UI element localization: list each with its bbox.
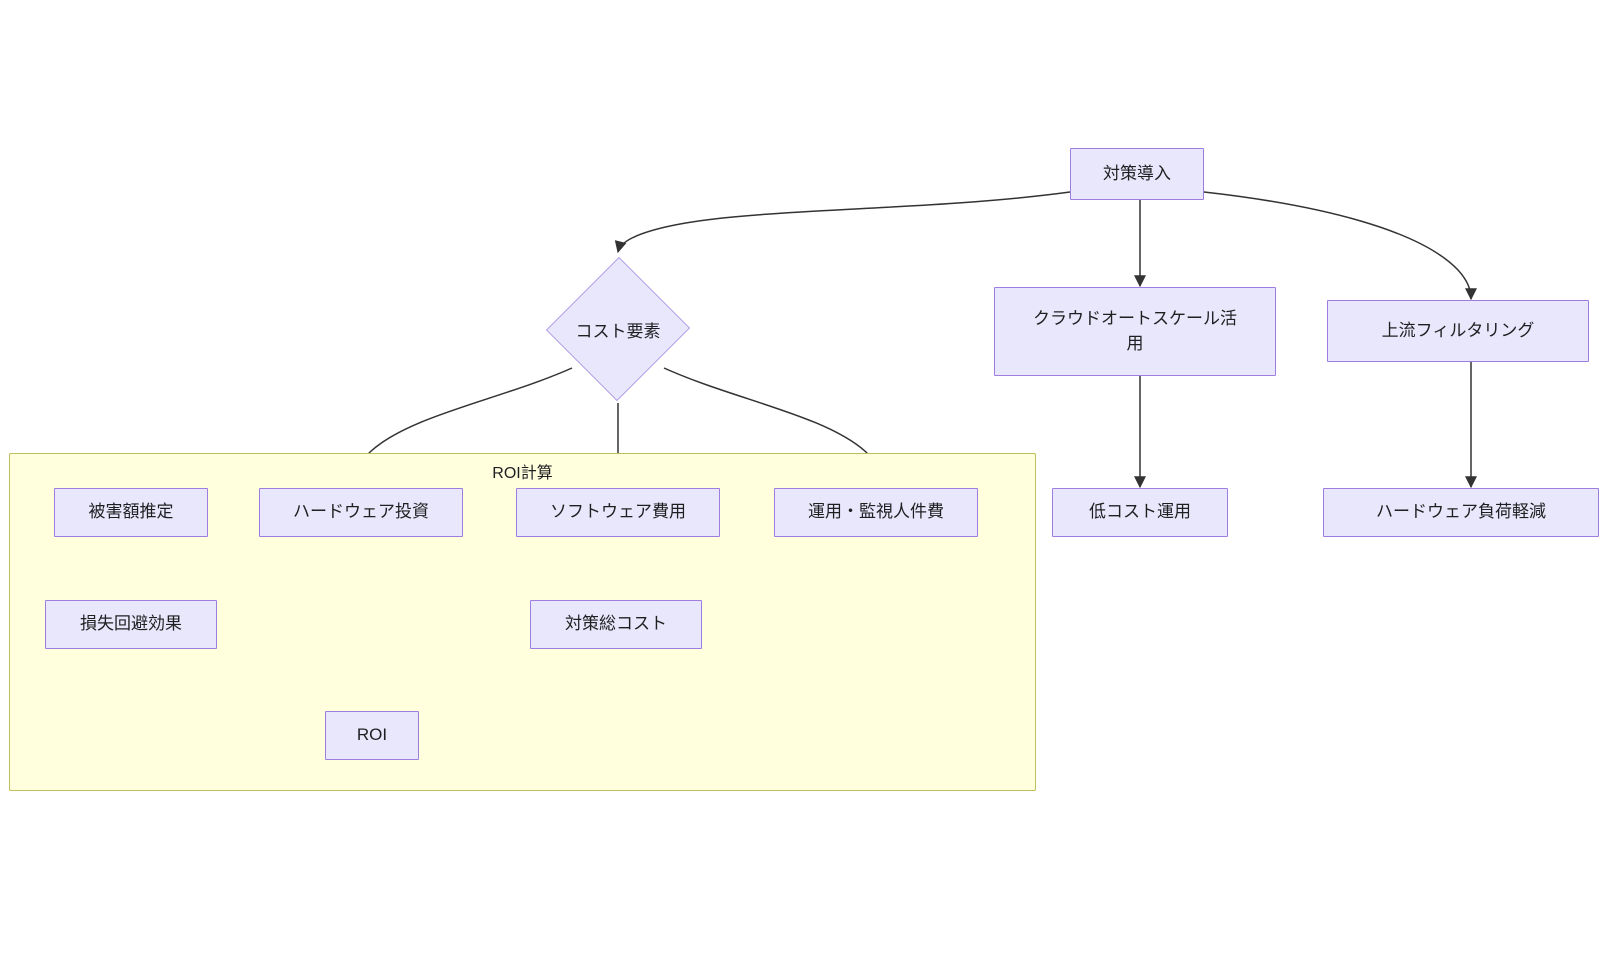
node-cloud-autoscale-label: クラウドオートスケール活 用 [1033, 308, 1237, 353]
node-cost-factor[interactable]: コスト要素 [546, 256, 690, 402]
node-total-cost[interactable]: 対策総コスト [530, 600, 702, 649]
node-total-cost-label: 対策総コスト [565, 614, 667, 634]
node-hw-load-reduce[interactable]: ハードウェア負荷軽減 [1323, 488, 1599, 537]
node-roi-label: ROI [356, 725, 388, 745]
node-damage-estimate-label: 被害額推定 [88, 502, 174, 522]
cluster-roi-calc-label: ROI計算 [492, 465, 553, 482]
node-upstream-filter[interactable]: 上流フィルタリング [1327, 300, 1589, 362]
node-hw-investment[interactable]: ハードウェア投資 [259, 488, 463, 537]
node-upstream-filter-label: 上流フィルタリング [1381, 320, 1535, 340]
edge-countermeasure-to-cost-factor [614, 191, 1071, 254]
node-roi[interactable]: ROI [325, 711, 419, 760]
node-ops-labor-cost[interactable]: 運用・監視人件費 [774, 488, 978, 537]
node-countermeasure[interactable]: 対策導入 [1070, 148, 1204, 200]
node-loss-avoidance-label: 損失回避効果 [80, 614, 182, 634]
node-sw-cost[interactable]: ソフトウェア費用 [516, 488, 720, 537]
node-hw-investment-label: ハードウェア投資 [293, 502, 429, 522]
edge-countermeasure-to-upstream-filter [1203, 191, 1477, 301]
node-hw-load-reduce-label: ハードウェア負荷軽減 [1376, 502, 1546, 522]
node-ops-labor-cost-label: 運用・監視人件費 [808, 502, 944, 522]
node-low-cost-ops[interactable]: 低コスト運用 [1052, 488, 1228, 537]
node-damage-estimate[interactable]: 被害額推定 [54, 488, 208, 537]
node-sw-cost-label: ソフトウェア費用 [550, 502, 686, 522]
node-cost-factor-label: コスト要素 [575, 321, 661, 341]
node-loss-avoidance[interactable]: 損失回避効果 [45, 600, 217, 649]
node-countermeasure-label: 対策導入 [1103, 163, 1171, 183]
node-low-cost-ops-label: 低コスト運用 [1089, 502, 1191, 522]
node-cloud-autoscale[interactable]: クラウドオートスケール活 用 [994, 287, 1276, 376]
